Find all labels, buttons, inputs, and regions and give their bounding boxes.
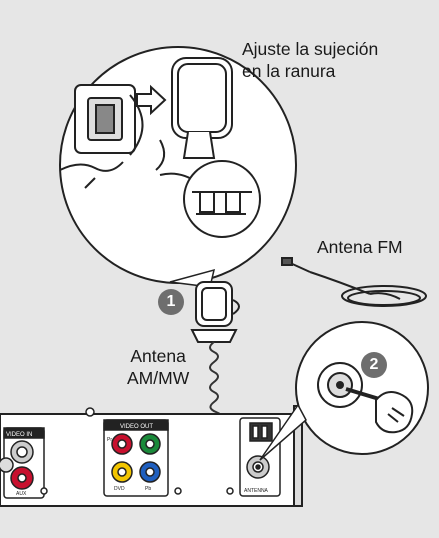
- detail-circle: [183, 160, 261, 238]
- loop-base-icon: [59, 84, 144, 189]
- aux-label: AUX: [16, 491, 27, 497]
- antenna-terminal: [239, 417, 281, 497]
- video-in-label: VIDEO IN: [6, 432, 32, 438]
- slot-instruction-line2: en la ranura: [242, 61, 336, 81]
- video-in-jacks: [0, 427, 45, 499]
- arrow-right-icon: [136, 84, 167, 116]
- slot-instruction: Ajuste la sujeción en la ranura: [242, 38, 378, 82]
- video-out-jacks: [103, 419, 169, 497]
- pb-label: Pb: [145, 486, 151, 492]
- am-antenna-line2: AM/MW: [127, 368, 190, 388]
- antenna-label: ANTENNA: [244, 488, 269, 494]
- step-1-badge: 1: [158, 289, 184, 315]
- loop-antenna-icon: [155, 57, 233, 184]
- video-out-label: VIDEO OUT: [120, 424, 153, 430]
- fm-antenna-wire-icon: [281, 257, 427, 307]
- step-2-badge: 2: [361, 352, 387, 378]
- dvd-label: DVD: [114, 486, 125, 492]
- pr-label: Pr: [107, 437, 112, 443]
- hand-plug-icon: [317, 362, 414, 434]
- slot-instruction-line1: Ajuste la sujeción: [242, 39, 379, 59]
- clip-detail-icon: [192, 191, 252, 215]
- am-antenna-line1: Antena: [130, 346, 186, 366]
- fm-antenna-label: Antena FM: [317, 237, 403, 257]
- am-antenna-label: Antena AM/MW: [127, 345, 189, 389]
- am-loop-antenna-icon: [190, 281, 240, 343]
